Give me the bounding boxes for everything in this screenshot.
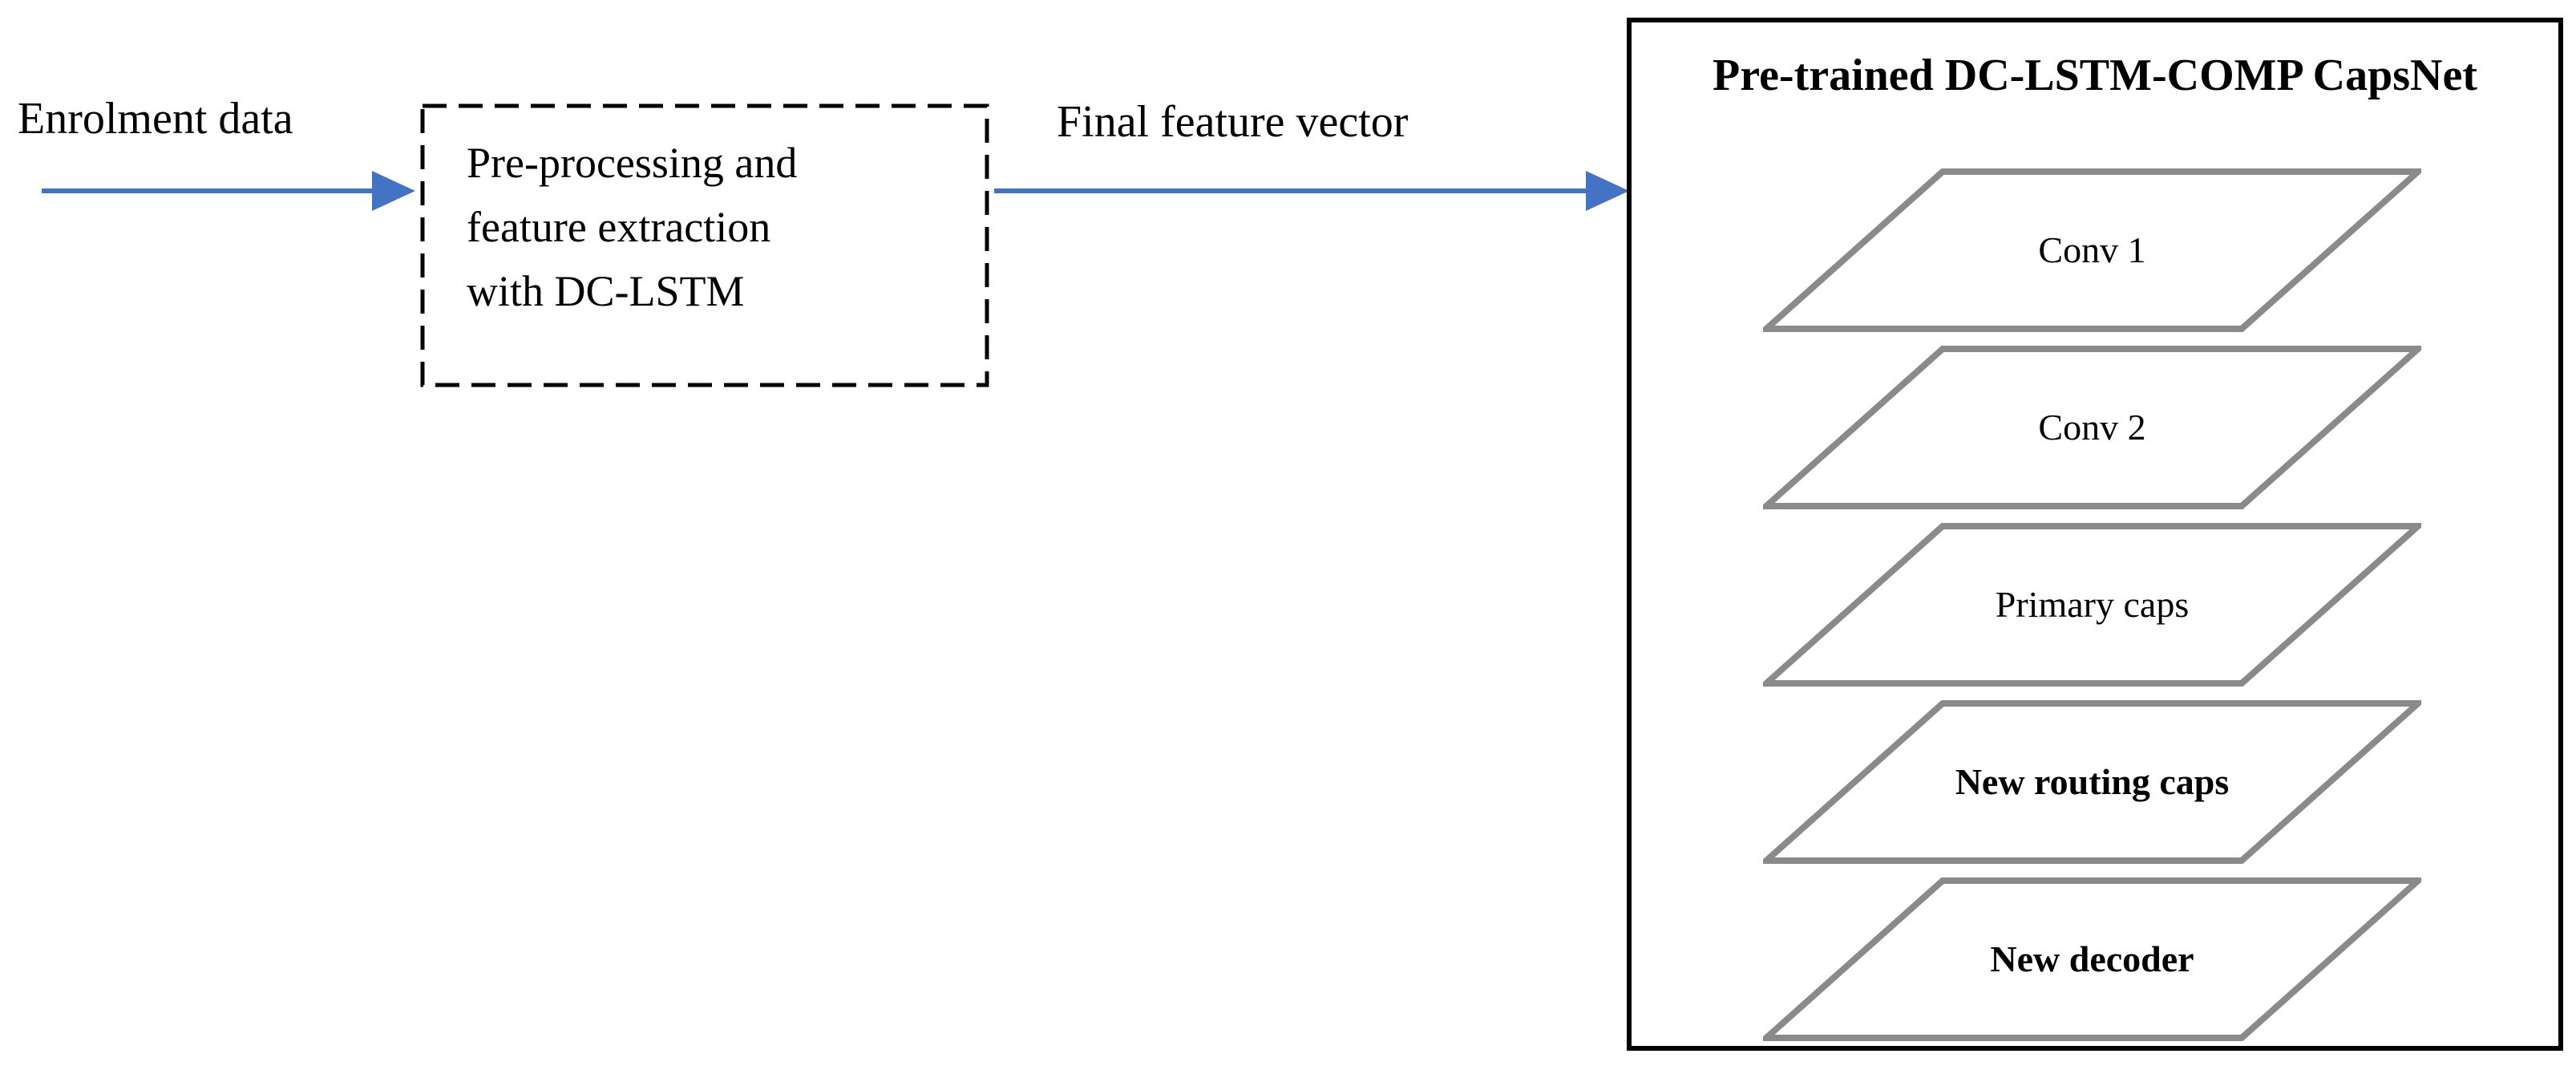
layer-parallelogram bbox=[1763, 168, 2421, 332]
enrolment-flow-arrow bbox=[42, 171, 415, 211]
layer-parallelogram bbox=[1763, 523, 2421, 687]
layer-label: Conv 1 bbox=[2038, 229, 2146, 270]
capsnet-layer-stack: Conv 1 Conv 2 Primary caps New routing c… bbox=[1632, 22, 2558, 1046]
capsnet-layer: Primary caps bbox=[1763, 523, 2421, 687]
preprocessing-line: with DC-LSTM bbox=[467, 267, 745, 315]
capsnet-layer: Conv 1 bbox=[1763, 168, 2421, 332]
capsnet-layer: Conv 2 bbox=[1763, 346, 2421, 509]
preprocessing-line: Pre-processing and bbox=[467, 139, 798, 187]
layer-parallelogram bbox=[1763, 346, 2421, 509]
capsnet-layer: New routing caps bbox=[1763, 700, 2421, 864]
layer-parallelogram bbox=[1763, 700, 2421, 864]
preprocessing-box: Pre-processing and feature extraction wi… bbox=[420, 103, 989, 387]
capsnet-box: Pre-trained DC-LSTM-COMP CapsNet Conv 1 … bbox=[1627, 18, 2563, 1051]
arrow-head bbox=[372, 171, 415, 211]
arrow-head bbox=[1586, 171, 1629, 211]
layer-parallelogram bbox=[1763, 877, 2421, 1041]
layer-label: Conv 2 bbox=[2038, 407, 2146, 448]
dashed-border bbox=[420, 103, 989, 387]
preprocessing-text: Pre-processing and feature extraction wi… bbox=[467, 131, 981, 323]
layer-label: New routing caps bbox=[1955, 761, 2230, 802]
final-feature-vector-label: Final feature vector bbox=[1057, 97, 1409, 147]
enrolment-data-label: Enrolment data bbox=[18, 94, 293, 144]
layer-label: New decoder bbox=[1990, 938, 2194, 979]
capsnet-title: Pre-trained DC-LSTM-COMP CapsNet bbox=[1713, 51, 2477, 100]
feature-vector-flow-arrow bbox=[994, 171, 1629, 211]
layer-label: Primary caps bbox=[1995, 584, 2190, 625]
capsnet-layer: New decoder bbox=[1763, 877, 2421, 1041]
preprocessing-line: feature extraction bbox=[467, 203, 771, 251]
